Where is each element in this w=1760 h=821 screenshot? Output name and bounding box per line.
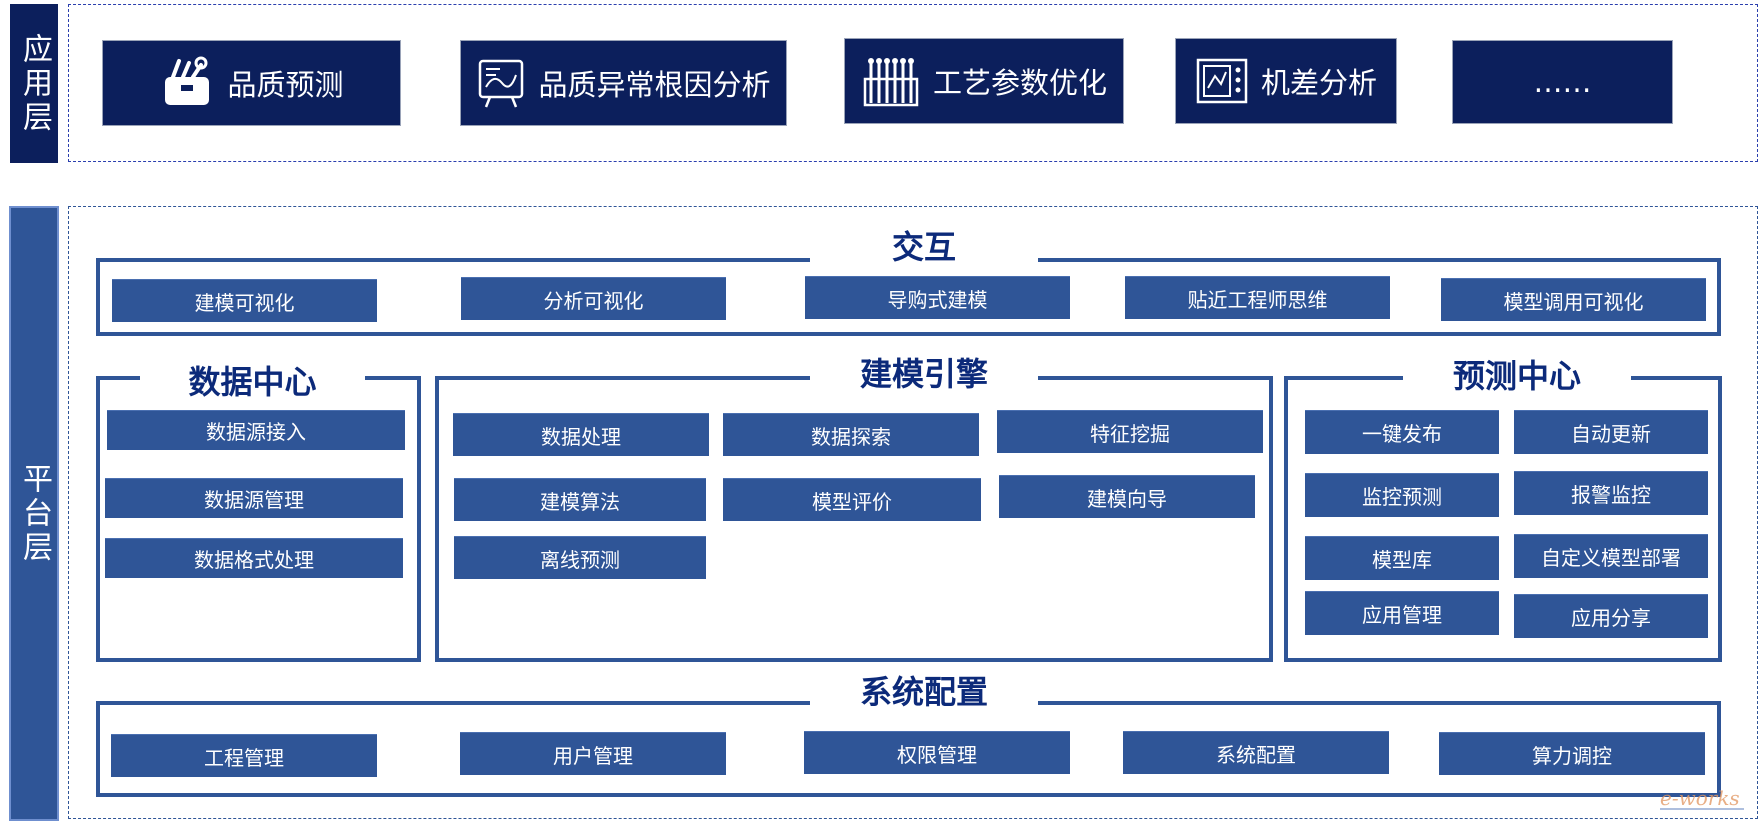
svg-text:e-works: e-works [1660,786,1740,810]
app-card-more[interactable]: …… [1452,40,1673,124]
modeling-engine-item[interactable]: 特征挖掘 [997,410,1263,453]
prediction-center-item[interactable]: 模型库 [1305,536,1499,580]
interaction-item[interactable]: 建模可视化 [112,279,377,322]
app-card-label: 品质异常根因分析 [538,68,771,102]
prediction-center-item[interactable]: 应用管理 [1305,591,1499,635]
modeling-engine-item[interactable]: 数据探索 [723,413,979,456]
prediction-center-item[interactable]: 监控预测 [1305,473,1499,517]
prediction-center-item[interactable]: 报警监控 [1514,471,1708,515]
prediction-center-item[interactable]: 一键发布 [1305,410,1499,454]
app-card-root-cause-analysis[interactable]: 品质异常根因分析 [460,40,787,126]
data-center-title: 数据中心 [140,362,365,402]
toolbox-icon [165,56,210,105]
modeling-engine-item[interactable]: 建模算法 [454,478,706,521]
interaction-item[interactable]: 分析可视化 [461,277,726,320]
modeling-engine-item[interactable]: 数据处理 [453,413,709,456]
app-card-machine-diff-analysis[interactable]: 机差分析 [1175,38,1397,124]
app-card-label: 机差分析 [1260,66,1377,100]
data-center-item[interactable]: 数据格式处理 [105,538,403,578]
prediction-center-item[interactable]: 应用分享 [1514,594,1708,638]
platform-layer-panel [68,206,1758,819]
modeling-engine-item[interactable]: 模型评价 [723,478,981,521]
app-card-label: 工艺参数优化 [932,66,1107,100]
modeling-engine-item[interactable]: 离线预测 [454,536,706,579]
parameter-rack-icon [863,58,919,107]
app-card-label: 品质预测 [227,68,344,102]
machine-panel-icon [1196,58,1248,104]
platform-layer-label: 平台层 [9,206,59,821]
modeling-engine-item[interactable]: 建模向导 [999,475,1255,518]
system-config-item[interactable]: 用户管理 [460,732,726,775]
analysis-board-icon [479,59,524,108]
system-config-item[interactable]: 系统配置 [1123,731,1389,774]
interaction-item[interactable]: 模型调用可视化 [1441,278,1706,321]
data-center-item[interactable]: 数据源接入 [107,410,405,450]
app-card-process-optimization[interactable]: 工艺参数优化 [844,38,1124,124]
modeling-engine-title: 建模引擎 [810,354,1038,394]
data-center-item[interactable]: 数据源管理 [105,478,403,518]
app-card-quality-prediction[interactable]: 品质预测 [102,40,401,126]
interaction-title: 交互 [810,227,1038,267]
system-config-item[interactable]: 权限管理 [804,731,1070,774]
app-card-label: …… [1533,65,1592,99]
prediction-center-title: 预测中心 [1403,356,1631,396]
app-layer-label: 应用层 [10,4,58,163]
prediction-center-item[interactable]: 自定义模型部署 [1514,534,1708,578]
eworks-watermark-logo: e-works [1660,786,1744,810]
interaction-item[interactable]: 贴近工程师思维 [1125,276,1390,319]
system-config-item[interactable]: 算力调控 [1439,732,1705,775]
system-config-item[interactable]: 工程管理 [111,734,377,777]
prediction-center-item[interactable]: 自动更新 [1514,410,1708,454]
system-config-title: 系统配置 [810,672,1038,712]
interaction-item[interactable]: 导购式建模 [805,276,1070,319]
app-layer-panel [68,4,1758,162]
